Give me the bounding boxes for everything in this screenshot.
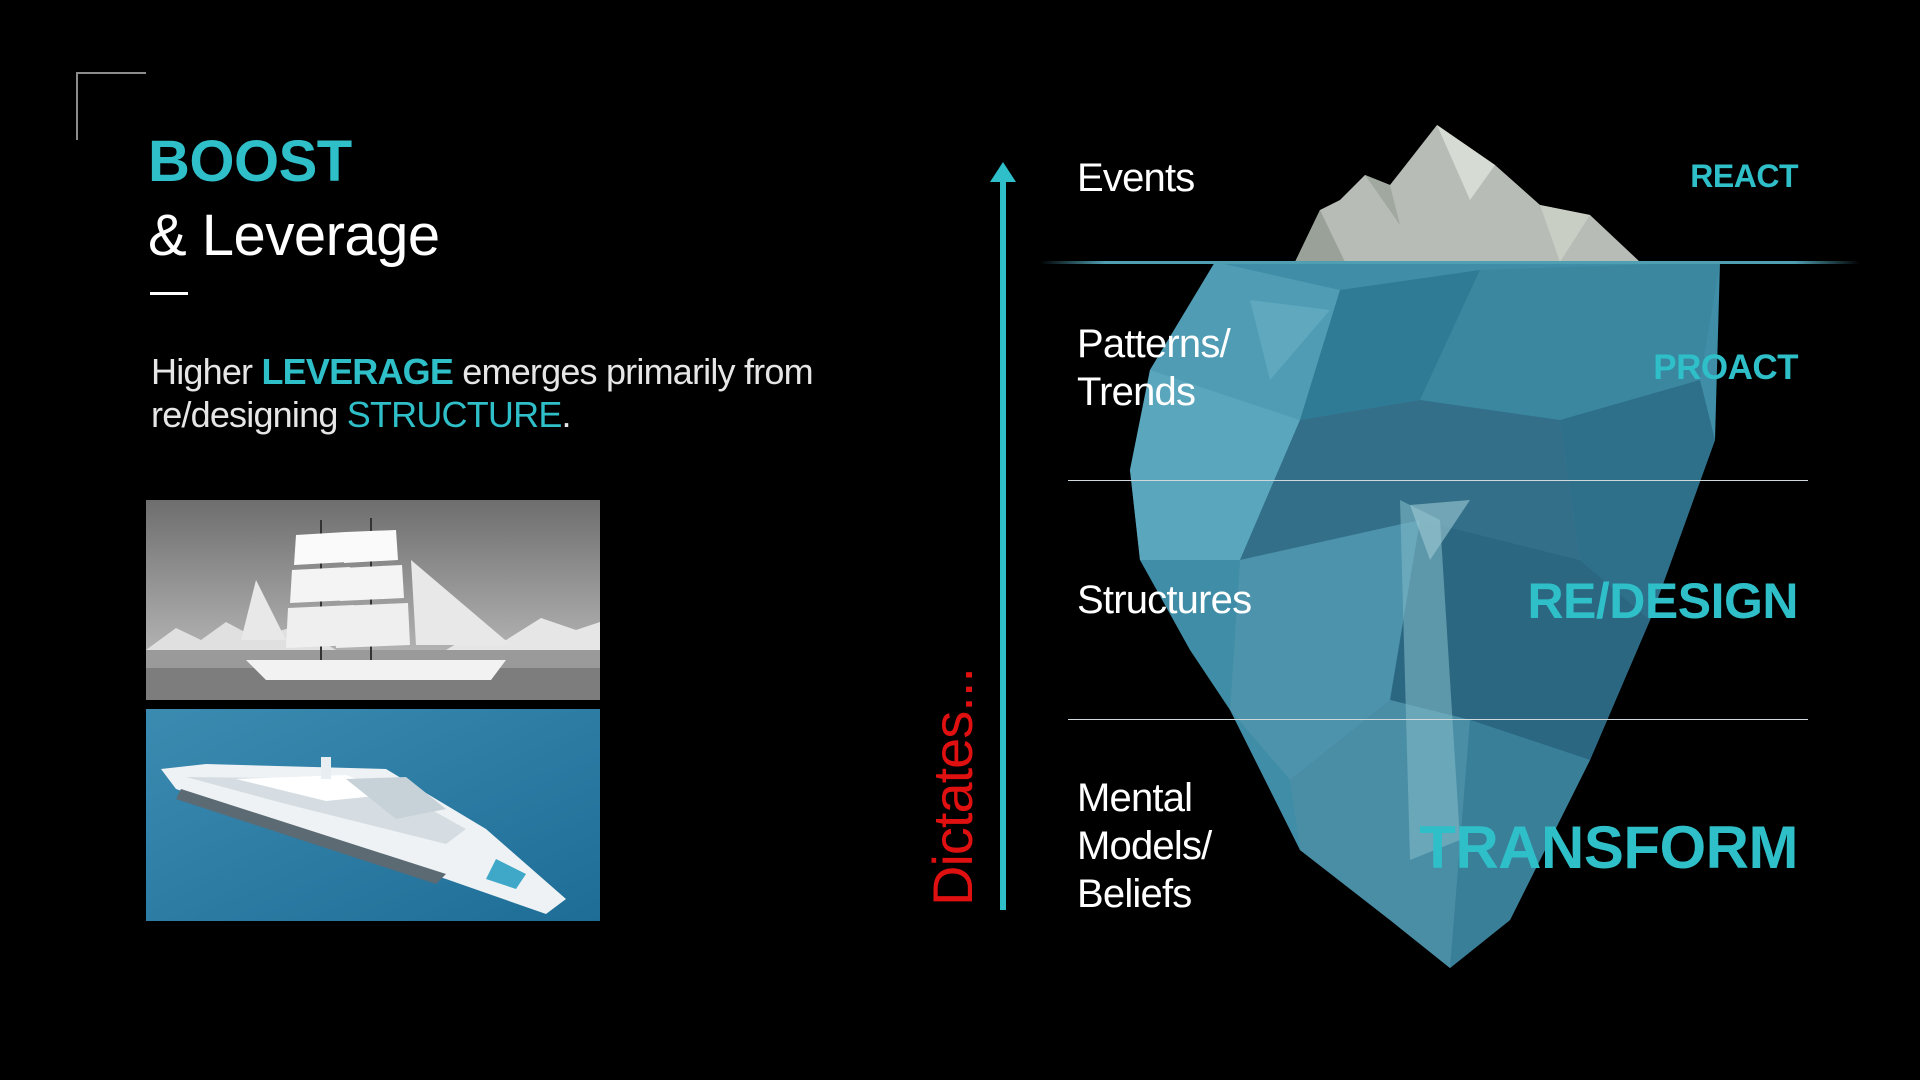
level-action-proact: PROACT: [1653, 348, 1798, 387]
waterline-divider: [1040, 261, 1860, 264]
corner-frame-decoration: [76, 72, 146, 140]
level-action-transform: TRANSFORM: [1419, 814, 1798, 881]
slide-subtitle: & Leverage: [148, 203, 440, 268]
level-label-structures: Structures: [1077, 578, 1252, 622]
level-action-redesign: RE/DESIGN: [1527, 573, 1798, 629]
dictates-label: Dictates...: [921, 668, 984, 906]
lead-text-2: emerges primarily from re/designing: [151, 351, 814, 435]
lead-emphasis-leverage: LEVERAGE: [261, 351, 454, 392]
level-divider: [1068, 719, 1808, 720]
slide-title: BOOST: [148, 129, 352, 194]
title-dash: [150, 292, 188, 295]
lead-text-1: Higher: [151, 351, 262, 392]
level-label-mental-models: Mental Models/ Beliefs: [1077, 776, 1212, 916]
dictates-arrow-shaft: [1000, 172, 1006, 910]
dictates-arrow-head: [990, 162, 1016, 182]
motor-yacht-photo: [146, 709, 600, 921]
lead-emphasis-structure: STRUCTURE: [346, 394, 563, 435]
level-divider: [1068, 480, 1808, 481]
sailing-ship-photo: [146, 500, 600, 700]
level-label-events: Events: [1077, 156, 1195, 200]
lead-statement: Higher LEVERAGE emerges primarily from r…: [151, 350, 851, 436]
lead-text-3: .: [561, 394, 572, 435]
level-action-react: REACT: [1690, 158, 1798, 194]
level-label-patterns: Patterns/ Trends: [1077, 322, 1231, 414]
